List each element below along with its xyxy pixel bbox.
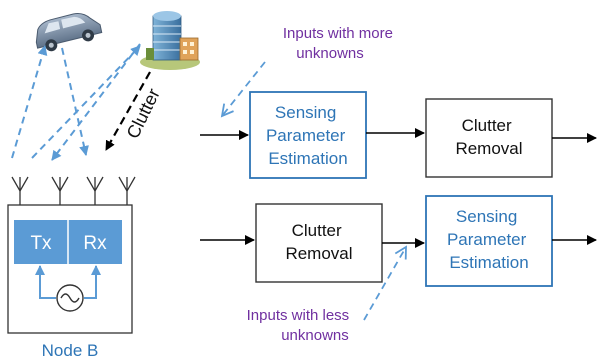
svg-text:Clutter Removal: Clutter Removal xyxy=(455,116,522,158)
rx-box xyxy=(68,220,122,264)
bottom-clutter-removal-box xyxy=(255,203,383,283)
clutter-label: Clutter xyxy=(123,85,164,141)
annotation-less-line-1: Inputs with less xyxy=(247,307,350,324)
signal-path-tx-to-car xyxy=(11,45,48,159)
bottom-sensing-line-1: Sensing xyxy=(456,207,517,226)
rx-label: Rx xyxy=(83,233,107,254)
annotation-more-unknowns: Inputs with more unknowns xyxy=(283,25,397,62)
signal-path-tx-to-building xyxy=(31,45,141,159)
top-clutter-removal-box xyxy=(425,98,553,178)
clutter-arrow xyxy=(105,71,151,151)
oscillator-icon xyxy=(56,284,84,312)
pipeline-bottom: Clutter Removal Sensing Parameter Estima… xyxy=(200,195,597,287)
antenna-icon xyxy=(11,176,29,205)
antenna-array xyxy=(11,176,136,205)
bottom-sensing-box xyxy=(425,195,553,287)
bottom-clutter-line-1: Clutter xyxy=(292,221,342,240)
building-icon xyxy=(140,11,200,70)
annotation-less-line-2: unknowns xyxy=(281,327,349,344)
signal-paths xyxy=(11,43,141,161)
top-sensing-line-1: Sensing xyxy=(275,103,336,122)
annotation-more-line-1: Inputs with more xyxy=(283,25,393,42)
tx-label: Tx xyxy=(30,233,52,254)
top-clutter-line-2: Removal xyxy=(455,139,522,158)
bottom-clutter-line-2: Removal xyxy=(285,244,352,263)
node-b-label: Node B xyxy=(42,341,99,360)
oscillator-feed xyxy=(35,265,101,299)
antenna-icon xyxy=(86,176,104,205)
car-icon xyxy=(35,12,103,52)
top-sensing-line-2: Parameter xyxy=(266,126,346,145)
tx-box xyxy=(14,220,68,264)
svg-text:Sensing Parameter: Sensing Parameter Estimation xyxy=(266,103,350,168)
svg-text:Clutter Removal: Clutter Removal xyxy=(285,221,352,263)
top-sensing-line-3: Estimation xyxy=(268,149,347,168)
signal-path-building-to-rx xyxy=(51,43,141,161)
antenna-icon xyxy=(118,176,136,205)
annotation-more-line-2: unknowns xyxy=(296,45,364,62)
antenna-icon xyxy=(51,176,69,205)
bottom-sensing-line-2: Parameter xyxy=(447,230,527,249)
top-clutter-line-1: Clutter xyxy=(462,116,512,135)
bottom-sensing-line-3: Estimation xyxy=(449,253,528,272)
signal-path-car-to-rx xyxy=(61,47,89,156)
svg-text:Sensing Parameter: Sensing Parameter Estimation xyxy=(447,207,531,272)
top-sensing-box xyxy=(249,91,367,179)
less-unknowns-pointer xyxy=(363,245,407,321)
pipeline-top: Sensing Parameter Estimation Clutter Rem… xyxy=(200,91,597,179)
annotation-less-unknowns: Inputs with less unknowns xyxy=(247,307,354,344)
